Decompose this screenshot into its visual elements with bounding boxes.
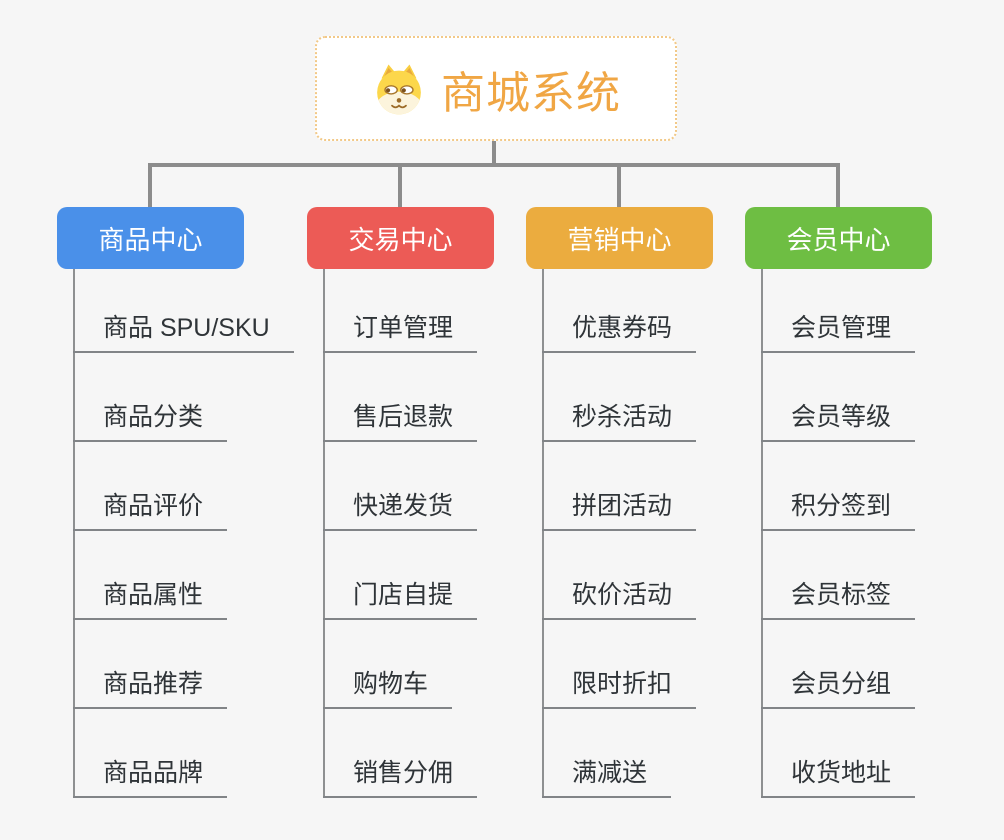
topic-node[interactable]: 购物车 xyxy=(323,665,453,709)
branch-marketing-center: 营销中心 优惠券码 秒杀活动 拼团活动 砍价活动 限时折扣 满减送 xyxy=(526,207,786,807)
branch-spine xyxy=(73,269,75,798)
branch-product-center: 商品中心 商品 SPU/SKU 商品分类 商品评价 商品属性 商品推荐 商品品牌 xyxy=(57,207,317,807)
shiba-dog-icon xyxy=(377,64,421,114)
branch-node-marketing-center[interactable]: 营销中心 xyxy=(526,207,713,269)
topic-node[interactable]: 销售分佣 xyxy=(323,754,478,798)
topic-node[interactable]: 秒杀活动 xyxy=(542,398,697,442)
branch-spine xyxy=(542,269,544,798)
topic-node[interactable]: 商品分类 xyxy=(73,398,228,442)
topic-node[interactable]: 售后退款 xyxy=(323,398,478,442)
branch-spine xyxy=(323,269,325,798)
branch-spine xyxy=(761,269,763,798)
topic-node[interactable]: 商品 SPU/SKU xyxy=(73,309,294,353)
topic-node[interactable]: 会员标签 xyxy=(761,576,916,620)
topic-node[interactable]: 商品品牌 xyxy=(73,754,228,798)
branch-node-trade-center[interactable]: 交易中心 xyxy=(307,207,494,269)
topic-node[interactable]: 满减送 xyxy=(542,754,672,798)
topic-node[interactable]: 会员分组 xyxy=(761,665,916,709)
topic-node[interactable]: 砍价活动 xyxy=(542,576,697,620)
branch-member-center: 会员中心 会员管理 会员等级 积分签到 会员标签 会员分组 收货地址 xyxy=(745,207,1004,807)
topic-node[interactable]: 优惠券码 xyxy=(542,309,697,353)
topic-node[interactable]: 收货地址 xyxy=(761,754,916,798)
topic-node[interactable]: 积分签到 xyxy=(761,487,916,531)
topic-node[interactable]: 会员等级 xyxy=(761,398,916,442)
topic-node[interactable]: 会员管理 xyxy=(761,309,916,353)
branch-node-member-center[interactable]: 会员中心 xyxy=(745,207,932,269)
root-node[interactable]: 商城系统 xyxy=(315,36,677,141)
root-title: 商城系统 xyxy=(441,68,621,118)
topic-node[interactable]: 商品推荐 xyxy=(73,665,228,709)
branch-trade-center: 交易中心 订单管理 售后退款 快递发货 门店自提 购物车 销售分佣 xyxy=(307,207,567,807)
topic-node[interactable]: 快递发货 xyxy=(323,487,478,531)
topic-node[interactable]: 门店自提 xyxy=(323,576,478,620)
topic-node[interactable]: 订单管理 xyxy=(323,309,478,353)
topic-node[interactable]: 商品评价 xyxy=(73,487,228,531)
topic-node[interactable]: 拼团活动 xyxy=(542,487,697,531)
topic-node[interactable]: 限时折扣 xyxy=(542,665,697,709)
topic-node[interactable]: 商品属性 xyxy=(73,576,228,620)
branch-node-product-center[interactable]: 商品中心 xyxy=(57,207,244,269)
